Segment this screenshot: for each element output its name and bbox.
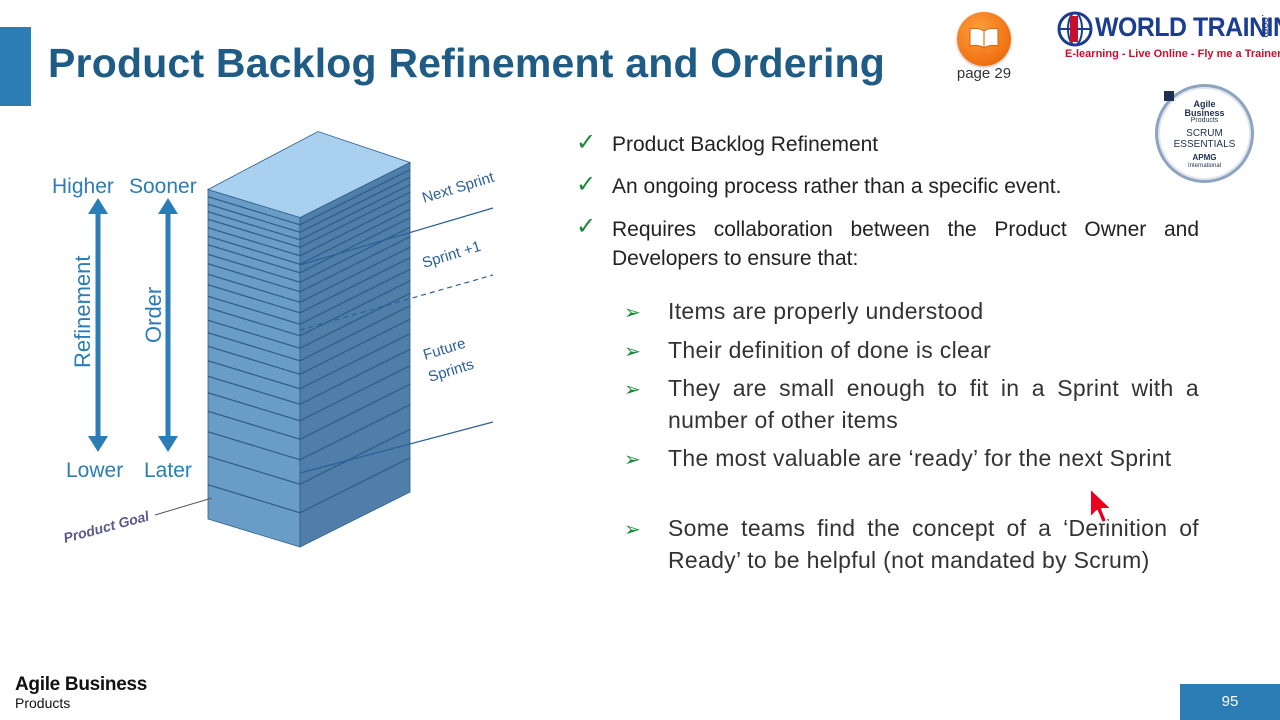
- refinement-label: Refinement: [70, 255, 95, 368]
- check-icon: ✓: [576, 170, 597, 198]
- sub-bullet-text: Some teams find the concept of a ‘Defini…: [668, 515, 1199, 573]
- refinement-arrow-up: [88, 198, 108, 214]
- backlog-item-side: [299, 184, 411, 248]
- sub-bullet-text: They are small enough to fit in a Sprint…: [668, 375, 1199, 433]
- footer-logo-line1: Agile Business: [15, 674, 148, 695]
- later-label: Later: [144, 459, 192, 482]
- backlog-stack-top: [206, 131, 412, 218]
- badge-line: Business: [1184, 108, 1225, 118]
- backlog-item-side: [299, 217, 411, 283]
- backlog-stack-diagram: Higher Sooner Lower Later Refinement Ord…: [52, 131, 497, 548]
- backlog-item-side: [299, 246, 411, 314]
- backlog-item-side: [299, 365, 411, 440]
- higher-label: Higher: [52, 175, 114, 198]
- backlog-item-side: [299, 176, 411, 241]
- logo-suffix: .com: [1259, 14, 1271, 38]
- badge-corner-mark: [1164, 91, 1174, 101]
- logo-tagline: E-learning - Live Online - Fly me a Trai…: [1065, 48, 1280, 60]
- backlog-item-side: [299, 268, 411, 337]
- backlog-item-side: [299, 457, 411, 548]
- arrow-bullet-icon: ➢: [624, 377, 641, 401]
- future-sprints-divider: [299, 421, 494, 474]
- footer-logo-line2: Products: [15, 695, 71, 711]
- backlog-item-side: [299, 292, 411, 362]
- order-label: Order: [141, 287, 166, 343]
- next-sprint-label: Next Sprint: [420, 169, 497, 207]
- check-icon: ✓: [576, 128, 597, 156]
- lower-label: Lower: [66, 459, 123, 482]
- arrow-bullet-icon: ➢: [624, 300, 641, 324]
- globe-icon: [1057, 11, 1093, 47]
- mouse-cursor-icon: [1089, 487, 1113, 524]
- backlog-item-side: [299, 169, 411, 233]
- backlog-stack: [206, 131, 412, 548]
- backlog-item-side: [299, 257, 411, 325]
- backlog-item-side: [299, 333, 411, 405]
- backlog-item-side: [299, 200, 411, 265]
- title-accent-bar: [0, 27, 31, 106]
- arrow-bullet-icon: ➢: [624, 447, 641, 471]
- backlog-item-side: [299, 348, 411, 422]
- slide-number: 95: [1180, 684, 1280, 720]
- sprint-plus-one-divider: [299, 274, 494, 331]
- badge-line: APMG: [1192, 153, 1217, 162]
- backlog-item-side: [299, 404, 411, 485]
- sub-bullet-text: Items are properly understood: [668, 298, 984, 324]
- bullet-text: Product Backlog Refinement: [612, 133, 879, 156]
- page-reference: page 29: [956, 65, 1012, 82]
- world-training-logo: WORLD TRAINING .com E-learning - Live On…: [1055, 10, 1280, 66]
- backlog-item-side: [299, 236, 411, 303]
- bullet-text: An ongoing process rather than a specifi…: [612, 175, 1062, 198]
- scrum-essentials-badge: Agile Business Products SCRUM ESSENTIALS…: [1155, 84, 1254, 183]
- next-sprint-divider: [299, 207, 494, 266]
- badge-line: Agile: [1193, 99, 1216, 109]
- product-goal-line: [154, 497, 213, 516]
- product-goal-label: Product Goal: [62, 507, 152, 545]
- slide-title: Product Backlog Refinement and Ordering: [48, 40, 886, 86]
- order-arrow-up: [158, 198, 178, 214]
- sub-bullet-text: The most valuable are ‘ready’ for the ne…: [668, 445, 1172, 471]
- order-arrow-down: [158, 436, 178, 452]
- footer-logo: Agile Business Products: [15, 674, 147, 711]
- logo-text: WORLD TRAINING: [1095, 12, 1280, 42]
- arrow-bullet-icon: ➢: [624, 517, 641, 541]
- backlog-item-side: [299, 305, 411, 375]
- sooner-label: Sooner: [129, 175, 197, 198]
- bullet-text: Requires collaboration between the Produ…: [612, 218, 1199, 270]
- sprint-plus-one-label: Sprint +1: [420, 238, 483, 272]
- backlog-item-side: [299, 428, 411, 514]
- backlog-item-side: [299, 191, 411, 257]
- badge-line: SCRUM: [1186, 128, 1223, 139]
- arrow-bullet-icon: ➢: [624, 339, 641, 363]
- backlog-item-side: [299, 318, 411, 390]
- book-icon[interactable]: [957, 12, 1011, 66]
- backlog-item-side: [299, 226, 411, 293]
- check-icon: ✓: [576, 212, 597, 240]
- sub-bullet-text: Their definition of done is clear: [668, 337, 992, 363]
- badge-line: ESSENTIALS: [1173, 139, 1236, 150]
- refinement-arrow-down: [88, 436, 108, 452]
- badge-line: Products: [1190, 117, 1219, 124]
- badge-line: International: [1187, 163, 1222, 169]
- backlog-item-side: [299, 383, 411, 461]
